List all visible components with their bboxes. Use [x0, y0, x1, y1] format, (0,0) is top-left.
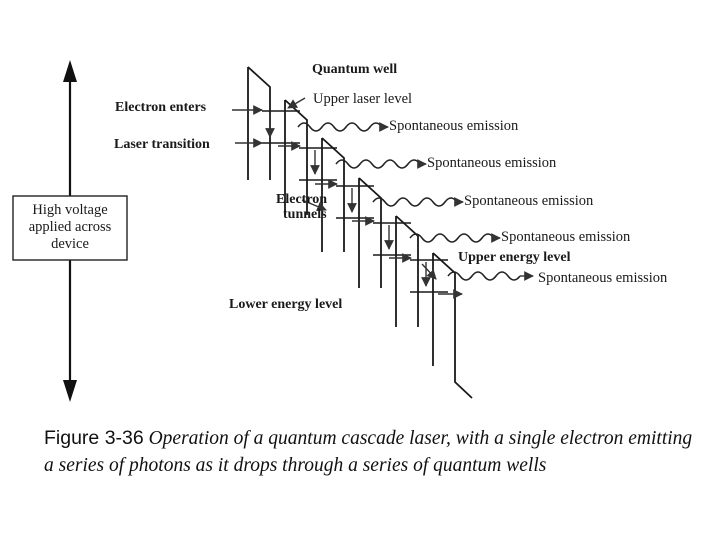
photon-wave-3 [372, 197, 458, 207]
figure-caption: Figure 3-36 Operation of a quantum casca… [44, 425, 694, 479]
label-spontaneous-emission-3: Spontaneous emission [464, 193, 594, 209]
voltage-box-line-1: High voltage [32, 202, 107, 218]
arrow-down-head [63, 380, 77, 402]
quantum-well-5 [395, 215, 419, 327]
label-upper-energy-level: Upper energy level [458, 250, 571, 265]
figure-number: Figure 3-36 [44, 427, 144, 449]
upper-laser-level-pointer [287, 97, 306, 109]
label-electron-tunnels-line-1: Electron [276, 192, 327, 207]
photon-wave-1 [297, 122, 383, 132]
label-electron-enters: Electron enters [115, 100, 207, 115]
voltage-box: High voltage applied across device [12, 195, 128, 261]
photon-wave-5 [447, 271, 521, 281]
label-laser-transition: Laser transition [114, 137, 210, 152]
quantum-wells [247, 66, 473, 399]
quantum-well-6 [432, 252, 473, 399]
photon-waves [297, 122, 534, 281]
voltage-box-line-2: applied across [29, 219, 112, 235]
figure-caption-text: Operation of a quantum cascade laser, wi… [44, 428, 693, 476]
quantum-well-4 [358, 177, 382, 288]
label-spontaneous-emission-1: Spontaneous emission [389, 118, 519, 134]
label-upper-laser-level: Upper laser level [313, 91, 412, 107]
diagram-labels: Quantum well Upper laser level Electron … [114, 62, 668, 312]
photon-wave-2 [335, 159, 421, 169]
upper-energy-level-pointer [421, 263, 437, 280]
label-spontaneous-emission-5: Spontaneous emission [538, 270, 668, 286]
label-quantum-well: Quantum well [312, 62, 397, 77]
photon-wave-4 [409, 233, 495, 243]
quantum-well-1 [247, 66, 271, 180]
label-electron-tunnels-line-2: tunnels [283, 207, 327, 222]
electron-tunnels-pointer [301, 199, 327, 212]
quantum-well-3 [321, 137, 345, 252]
label-spontaneous-emission-2: Spontaneous emission [427, 155, 557, 171]
arrow-up-head [63, 60, 77, 82]
tunnel-arrows [232, 97, 463, 299]
voltage-box-line-3: device [51, 236, 89, 252]
label-spontaneous-emission-4: Spontaneous emission [501, 229, 631, 245]
label-lower-energy-level: Lower energy level [229, 297, 342, 312]
